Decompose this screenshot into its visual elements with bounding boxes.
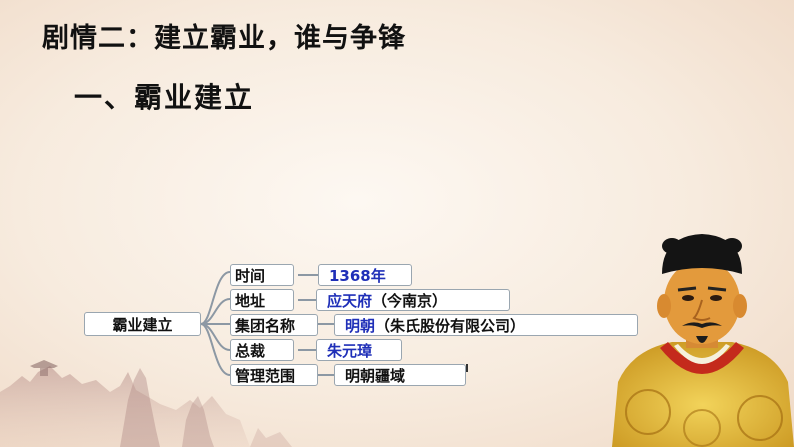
mindmap-category-time: 时间: [230, 264, 294, 286]
slide-subtitle: 一、霸业建立: [74, 81, 255, 114]
mindmap-category-territory: 管理范围: [230, 364, 318, 386]
mindmap-value-group-name: 明朝 （朱氏股份有限公司）: [334, 314, 638, 336]
value-text: 明朝疆域: [345, 366, 406, 385]
value-suffix: （今南京）: [372, 291, 448, 310]
mindmap-category-address: 地址: [230, 289, 294, 311]
mindmap-value-president: 朱元璋: [316, 339, 402, 361]
mindmap-value-territory: 明朝疆域: [334, 364, 466, 386]
slide-title: 剧情二：建立霸业，谁与争锋: [42, 23, 406, 54]
mindmap-value-time: 1368年: [318, 264, 412, 286]
mindmap-value-address: 应天府 （今南京）: [316, 289, 510, 311]
emperor-portrait: [612, 234, 794, 447]
value-text: 明朝: [345, 316, 376, 335]
value-text: 1368年: [329, 266, 386, 285]
value-text: 朱元璋: [327, 341, 373, 360]
mindmap-category-group-name: 集团名称: [230, 314, 318, 336]
text-cursor: [466, 364, 468, 372]
mindmap-category-president: 总裁: [230, 339, 294, 361]
value-text: 应天府: [327, 291, 373, 310]
mindmap-root: 霸业建立: [84, 312, 201, 336]
value-suffix: （朱氏股份有限公司）: [375, 316, 526, 335]
